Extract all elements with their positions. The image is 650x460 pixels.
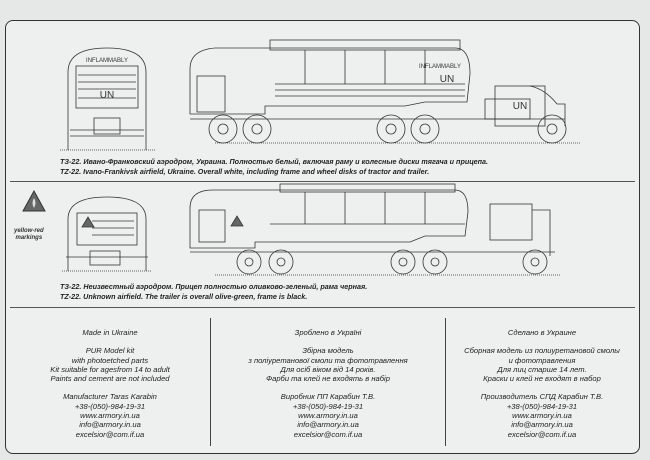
info-line: info@armory.in.ua <box>511 420 573 430</box>
un-marking-tank: UN <box>440 74 454 85</box>
info-line: Фарби та клей не входять в набір <box>266 374 390 384</box>
instruction-sheet-frame <box>5 20 640 454</box>
info-line: www.armory.in.ua <box>512 411 572 421</box>
info-line: excelsior@com.if.ua <box>507 429 577 439</box>
info-line: Manufacturer Taras Karabin <box>63 392 157 402</box>
info-column-ua: Зроблено в Україні Збірна модель з поліу… <box>212 328 444 439</box>
info-line: Сделано в Украине <box>507 328 577 337</box>
variant1-caption-ru: ТЗ-22. Ивано-Франковский аэродром, Украи… <box>60 157 488 166</box>
info-line: Для осіб віком від 14 років. <box>280 364 376 374</box>
info-column-en: Made in Ukraine PUR Model kit with photo… <box>20 328 200 439</box>
column-separator <box>445 318 446 446</box>
info-column-ru: Сделано в Украине Сборная модель из поли… <box>447 328 637 439</box>
inflammable-marking-side: INFLAMMABLY <box>419 64 461 70</box>
info-line: и фототравления <box>508 355 576 365</box>
info-line: Краски и клей не входят в набор <box>483 374 601 384</box>
info-line: Збірна модель <box>302 346 354 356</box>
info-line: excelsior@com.if.ua <box>75 429 145 439</box>
variant2-side-view <box>189 183 560 276</box>
warning-sign-icon <box>22 190 46 212</box>
info-line: +38-(050)-984-19-31 <box>292 401 364 411</box>
info-line: Виробник ПП Карабин Т.В. <box>280 392 376 402</box>
info-line: with photoetched parts <box>71 355 149 365</box>
info-line: +38-(050)-984-19-31 <box>74 401 146 411</box>
variant1-rear-view: INFLAMMABLY UN <box>60 47 155 151</box>
info-line: Сборная модель из полиуретановой смолы <box>464 346 620 356</box>
info-line: Made in Ukraine <box>82 328 138 337</box>
info-line: з поліуретанової смоли та фототравлення <box>248 355 408 365</box>
column-separator <box>210 318 211 446</box>
info-line: www.armory.in.ua <box>80 411 140 421</box>
variant1-caption-en: TZ-22. Ivano-Frankivsk airfield, Ukraine… <box>60 167 430 176</box>
legend-label: markings <box>15 235 43 241</box>
divider <box>10 181 635 182</box>
info-line: PUR Model kit <box>85 346 135 356</box>
info-line: +38-(050)-984-19-31 <box>506 401 578 411</box>
legend-label: yellow-red <box>14 228 44 234</box>
divider <box>10 307 635 308</box>
info-line: excelsior@com.if.ua <box>293 429 363 439</box>
un-marking: UN <box>100 90 114 101</box>
info-line: Kit suitable for agesfrom 14 to adult <box>50 364 170 374</box>
info-line: Для лиц старше 14 лет. <box>497 364 587 374</box>
info-line: info@armory.in.ua <box>79 420 141 430</box>
inflammable-marking: INFLAMMABLY <box>86 58 128 64</box>
un-marking-cab: UN <box>513 101 527 112</box>
info-line: www.armory.in.ua <box>298 411 358 421</box>
info-line: Зроблено в Україні <box>294 328 362 337</box>
variant2-rear-view <box>62 196 152 272</box>
info-line: info@armory.in.ua <box>297 420 359 430</box>
info-line: Производитель СПД Карабин Т.В. <box>480 392 604 402</box>
info-line: Paints and cement are not included <box>50 374 170 384</box>
variant1-side-view: INFLAMMABLY UN UN <box>189 39 580 144</box>
variant2-caption-ru: ТЗ-22. Неизвестный аэродром. Прицеп полн… <box>60 282 368 291</box>
variant2-caption-en: TZ-22. Unknown airfield. The trailer is … <box>60 292 308 301</box>
